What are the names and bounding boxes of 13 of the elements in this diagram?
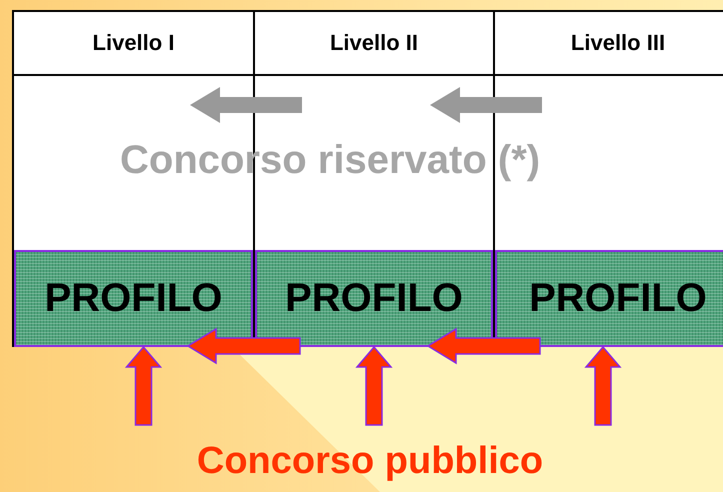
profile-cell: PROFILO xyxy=(14,250,253,347)
arrow xyxy=(584,346,622,426)
arrow xyxy=(124,346,162,426)
arrow xyxy=(186,328,301,364)
profile-cell: PROFILO xyxy=(255,250,493,347)
profile-cell: PROFILO xyxy=(495,250,723,347)
node-label: Concorso pubblico xyxy=(150,440,590,483)
arrow xyxy=(190,87,302,123)
arrow xyxy=(430,87,542,123)
arrow xyxy=(426,328,541,364)
table-column xyxy=(493,10,723,347)
arrow xyxy=(355,346,393,426)
column-header: Livello III xyxy=(495,12,723,76)
